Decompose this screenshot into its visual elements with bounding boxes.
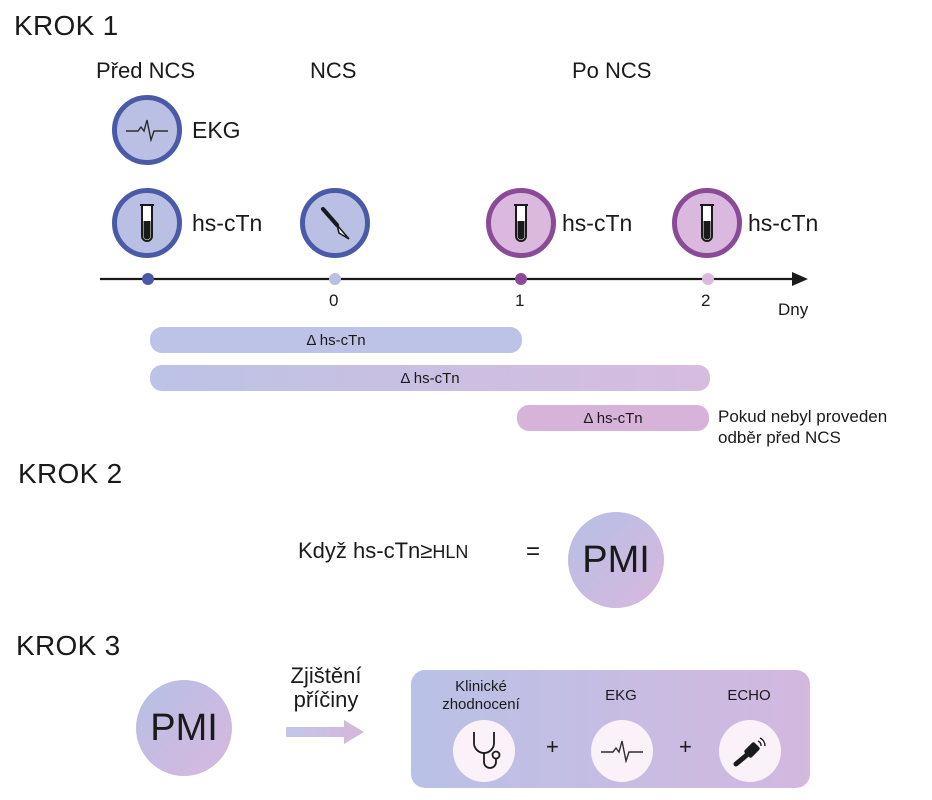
geq-sign: ≥: [420, 538, 433, 563]
timepoint-before: [142, 273, 154, 285]
test-label-day2: hs-cTn: [748, 210, 819, 236]
axis-unit: Dny: [778, 300, 809, 319]
timepoint-day2: [702, 273, 714, 285]
axis-arrowhead: [792, 272, 808, 286]
delta-bar-before-day1: Δ hs-cTn: [150, 327, 522, 353]
delta-bar-before-day2: Δ hs-cTn: [150, 365, 710, 391]
arrow-caption-line2: příčiny: [293, 687, 359, 712]
scalpel-circle: [300, 188, 370, 258]
tick-0: 0: [329, 291, 339, 310]
test-tube-icon: [140, 204, 154, 242]
right-arrow-icon: [286, 720, 364, 744]
step1-title: KROK 1: [14, 10, 119, 41]
stethoscope-icon: [473, 732, 501, 769]
arrow-caption: Zjištění příčiny: [285, 664, 367, 712]
evaluation-panel: Klinické zhodnocení + EKG + ECHO: [411, 670, 810, 788]
tube-circle-before: [112, 188, 182, 258]
timepoint-day1: [515, 273, 527, 285]
condition-text: Když hs-cTn: [298, 538, 421, 563]
tube-circle-day2: [672, 188, 742, 258]
step2-title: KROK 2: [18, 458, 123, 489]
item-clinical-line1: Klinické: [455, 678, 507, 695]
item-ekg-header: EKG: [605, 687, 637, 704]
item-echo-header: ECHO: [727, 687, 771, 704]
clinical-circle: [453, 720, 515, 782]
pmi-circle-step2: PMI: [568, 512, 664, 608]
echo-circle: [719, 720, 781, 782]
test-label-day1: hs-cTn: [562, 210, 633, 236]
tube-circle-day1: [486, 188, 556, 258]
test-tube-icon: [700, 204, 714, 242]
plus-sign-1: +: [546, 734, 559, 759]
plus-sign-2: +: [679, 734, 692, 759]
timepoint-day0: [329, 273, 341, 285]
arrow-caption-line1: Zjištění: [290, 663, 362, 688]
hln-text: HLN: [432, 542, 469, 562]
step2-condition: Když hs-cTn≥HLN: [298, 538, 468, 564]
delta-bar-day1-day2: Δ hs-cTn: [517, 405, 709, 431]
tick-2: 2: [701, 291, 711, 310]
ekg-circle: [112, 95, 182, 165]
phase-after-ncs: Po NCS: [572, 58, 652, 83]
scalpel-icon: [321, 207, 350, 240]
timeline-axis: [100, 272, 808, 286]
bar-note: Pokud nebyl proveden odběr před NCS: [718, 406, 887, 448]
ultrasound-probe-icon: [733, 737, 766, 767]
pmi-circle-step3: PMI: [136, 680, 232, 776]
tick-1: 1: [515, 291, 525, 310]
test-tube-icon: [514, 204, 528, 242]
item-clinical-header: Klinické zhodnocení: [431, 678, 531, 714]
ekg-circle-small: [591, 720, 653, 782]
ekg-label: EKG: [192, 117, 241, 143]
ecg-icon: [601, 740, 643, 763]
test-label-before: hs-cTn: [192, 210, 263, 236]
step3-title: KROK 3: [16, 630, 121, 661]
ecg-icon: [126, 119, 168, 142]
phase-ncs: NCS: [310, 58, 357, 83]
bar-note-line1: Pokud nebyl proveden: [718, 407, 888, 426]
bar-note-line2: odběr před NCS: [718, 428, 841, 447]
equals-sign: =: [526, 538, 541, 565]
item-clinical-line2: zhodnocení: [442, 696, 520, 713]
phase-before-ncs: Před NCS: [96, 58, 196, 83]
